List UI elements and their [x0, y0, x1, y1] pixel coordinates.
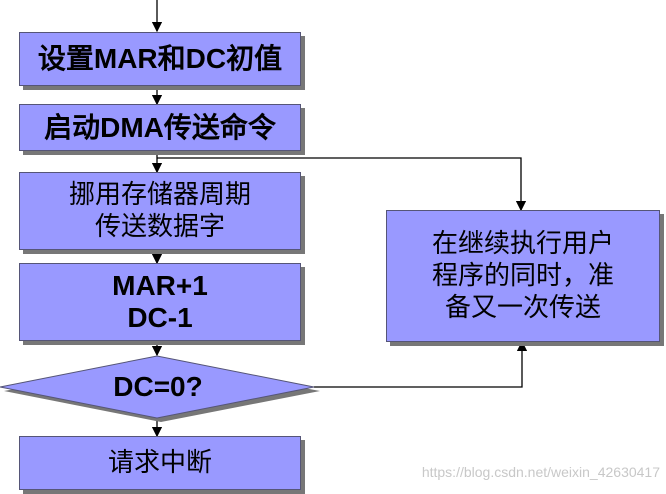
step-steal-cycle-line1: 挪用存储器周期	[68, 180, 251, 210]
arrow-decision-side	[314, 340, 528, 388]
step-start-dma-label: 启动DMA传送命令	[44, 111, 276, 143]
step-set-mar-dc: 设置MAR和DC初值	[19, 32, 301, 86]
step-increment-line2: DC-1	[127, 302, 193, 333]
side-continue-program: 在继续执行用户 程序的同时，准 备又一次传送	[386, 210, 660, 342]
side-line1: 在继续执行用户	[431, 229, 614, 259]
decision-diamond	[0, 355, 315, 419]
step-steal-cycle-line2: 传送数据字	[94, 212, 225, 242]
step-increment-line1: MAR+1	[112, 270, 208, 301]
step-start-dma: 启动DMA传送命令	[19, 104, 301, 151]
watermark-text: https://blog.csdn.net/weixin_42630417	[421, 464, 660, 480]
step-increment: MAR+1 DC-1	[19, 263, 301, 341]
step-request-interrupt: 请求中断	[19, 436, 301, 490]
side-line2: 程序的同时，准	[431, 261, 614, 291]
step-steal-cycle: 挪用存储器周期 传送数据字	[19, 172, 301, 250]
arrow-branch-side	[157, 157, 527, 212]
decision-label: DC=0?	[113, 371, 203, 402]
step-set-mar-dc-label: 设置MAR和DC初值	[37, 43, 283, 74]
step-request-interrupt-label: 请求中断	[107, 448, 212, 478]
side-line3: 备又一次传送	[444, 293, 601, 323]
